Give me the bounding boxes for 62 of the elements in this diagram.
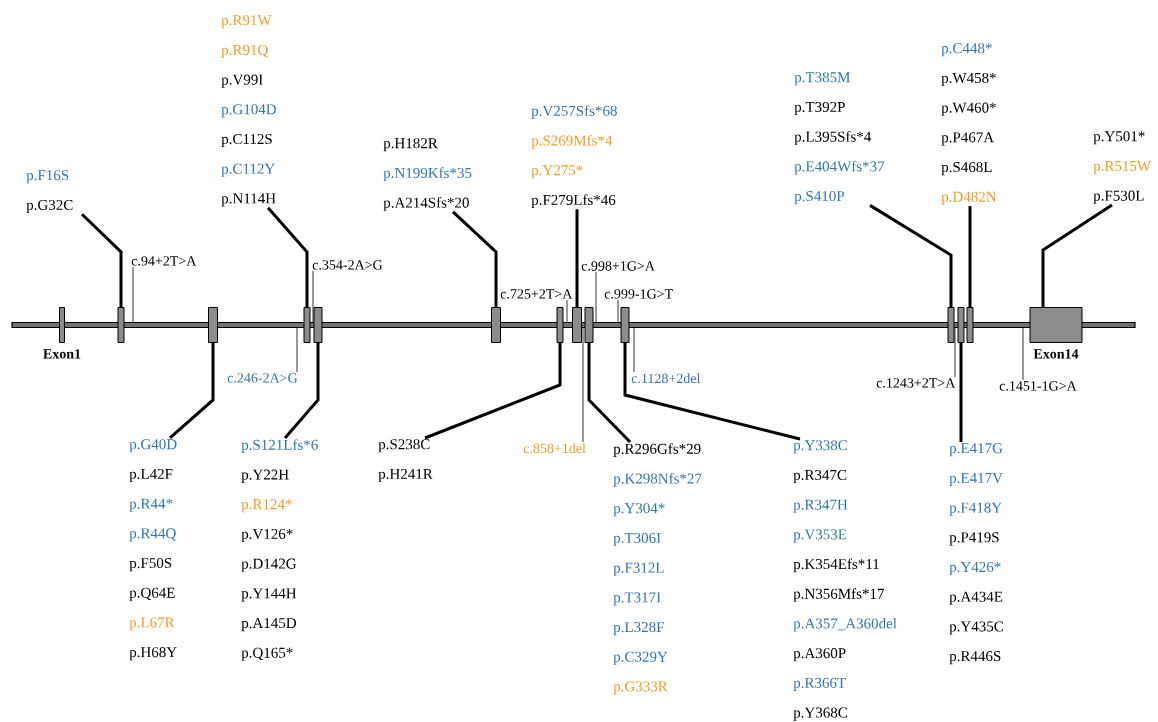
- splice-variant-label: c.998+1G>A: [581, 261, 655, 271]
- leader-line: [954, 327, 956, 378]
- mutation-list: p.C448* p.W458* p.W460* p.P467A p.S468L p.D482N: [941, 43, 997, 205]
- mutation-list: p.G40D p.L42F p.R44* p.R44Q p.F50S p.Q64E p.L67R p.H68Y: [129, 439, 177, 661]
- leader-line: [452, 210, 498, 307]
- leader-line: [312, 270, 314, 323]
- leader-line: [575, 209, 579, 307]
- mutation-list: p.Y501* p.R515W p.F530L: [1093, 131, 1152, 204]
- splice-variant-label: c.999-1G>T: [604, 289, 673, 299]
- splice-variant-label: c.1128+2del: [631, 373, 701, 384]
- exon-box: [966, 307, 974, 343]
- leader-line: [869, 204, 953, 307]
- exon-label: Exon14: [1033, 349, 1079, 359]
- splice-variant-label: c.1243+2T>A: [876, 378, 956, 388]
- leader-line: [595, 271, 597, 323]
- mutation-list: p.F16S p.G32C: [26, 170, 73, 213]
- leader-line: [80, 213, 123, 307]
- mutation-list: p.S121Lfs*6 p.Y22H p.R124* p.V126* p.D142G p.Y144H p.A145D p.Q165*: [241, 439, 318, 661]
- leader-line: [1022, 327, 1024, 381]
- exon-box: [313, 307, 323, 343]
- mutation-list: p.H182R p.N199Kfs*35 p.A214Sfs*20: [383, 138, 472, 211]
- splice-variant-label: c.858+1del: [523, 443, 586, 454]
- exon-box: [957, 307, 965, 343]
- leader-line: [582, 327, 584, 443]
- leader-line: [132, 266, 134, 323]
- leader-line: [296, 327, 298, 373]
- exon-box: [584, 307, 594, 343]
- leader-line: [587, 343, 632, 444]
- exon-box: [1029, 307, 1083, 343]
- leader-line: [566, 299, 568, 323]
- leader-line: [266, 206, 309, 307]
- leader-line: [623, 343, 801, 441]
- leader-line: [1041, 203, 1113, 307]
- splice-variant-label: c.94+2T>A: [131, 256, 197, 266]
- splice-variant-label: c.354-2A>G: [312, 260, 383, 270]
- exon-box: [620, 307, 630, 343]
- splice-variant-label: c.246-2A>G: [227, 373, 298, 383]
- exon-box: [117, 307, 125, 343]
- mutation-list: p.R91W p.R91Q p.V99I p.G104D p.C112S p.C112Y p.N114H: [221, 15, 276, 207]
- mutation-list: p.V257Sfs*68 p.S269Mfs*4 p.Y275* p.F279Lfs*46: [531, 105, 617, 209]
- leader-line: [169, 343, 215, 440]
- mutation-list: p.T385M p.T392P p.L395Sfs*4 p.E404Wfs*37 p.S410P: [794, 72, 885, 205]
- mutation-list: p.Y338C p.R347C p.R347H p.V353E p.K354Efs*11 p.N356Mfs*17 p.A357_A360del p.A360P p.R366T p.Y368C: [793, 440, 897, 721]
- exon-box: [208, 307, 218, 343]
- leader-line: [959, 343, 963, 442]
- exon-box: [556, 307, 564, 343]
- mutation-list: p.S238C p.H241R: [378, 439, 433, 483]
- leader-line: [283, 343, 320, 439]
- mutation-list: p.E417G p.E417V p.F418Y p.P419S p.Y426* p.A434E p.Y435C p.R446S: [949, 443, 1003, 665]
- leader-line: [424, 343, 562, 440]
- mutation-list: p.R296Gfs*29 p.K298Nfs*27 p.Y304* p.T306I p.F312L p.T317I p.L328F p.C329Y p.G333R: [613, 443, 702, 695]
- exon-label: Exon1: [43, 349, 81, 359]
- exon-box: [947, 307, 955, 343]
- leader-line: [968, 206, 972, 307]
- exon-box: [59, 307, 65, 343]
- exon-box: [572, 307, 582, 343]
- leader-line: [617, 299, 619, 323]
- leader-line: [633, 327, 635, 373]
- exon-box: [491, 307, 501, 343]
- exon-box: [303, 307, 311, 343]
- splice-variant-label: c.725+2T>A: [500, 289, 573, 299]
- splice-variant-label: c.1451-1G>A: [999, 381, 1077, 391]
